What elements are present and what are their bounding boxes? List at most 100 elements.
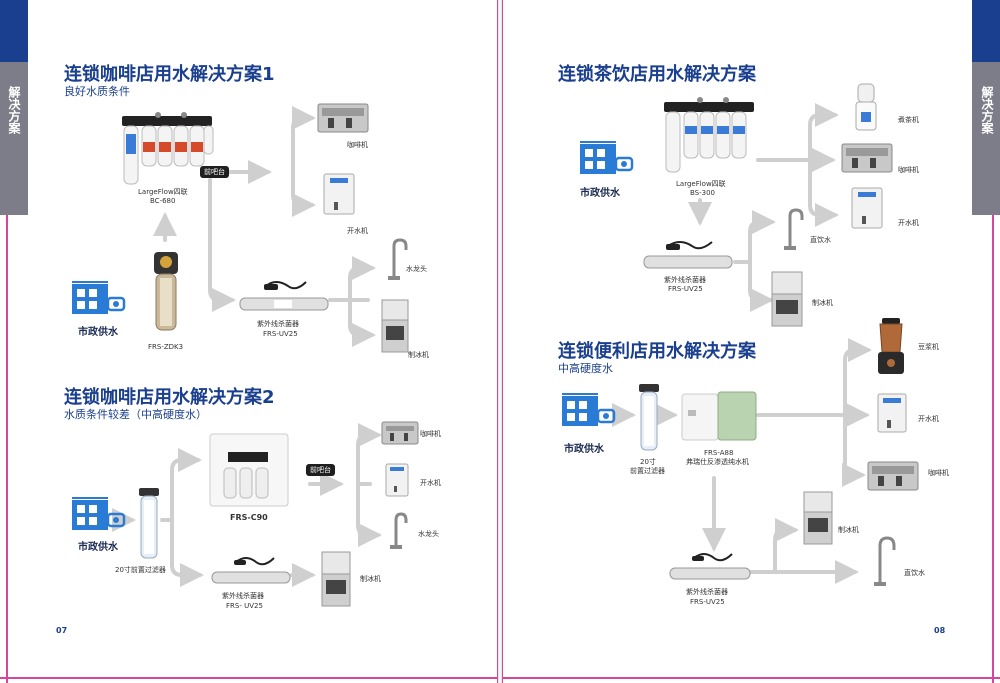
- arrow-s1-uv: [208, 178, 236, 312]
- section2-subtitle: 水质条件较差（中高硬度水）: [64, 408, 207, 421]
- uv-sterilizer-icon: [643, 241, 733, 269]
- ro-purifier-c90-icon: [209, 433, 289, 507]
- book-spine: [498, 0, 502, 683]
- arrow-s4-ice: [748, 518, 799, 574]
- faucet-icon: [390, 512, 408, 549]
- water-boiler-icon: [851, 187, 883, 229]
- coffee-machine-icon: [841, 143, 893, 173]
- water-boiler-icon: [385, 463, 409, 497]
- ice-machine-icon: [321, 551, 351, 607]
- s2-faucet-label: 水龙头: [418, 530, 439, 538]
- arrow-s3-drink: [748, 210, 776, 264]
- s4-pre-filter-line2: 前置过滤器: [630, 467, 665, 475]
- s1-uv-name: 紫外线杀菌器: [257, 320, 299, 328]
- section1-title: 连锁咖啡店用水解决方案1: [64, 64, 275, 85]
- page-number-left: 07: [56, 626, 68, 635]
- municipal-water-icon: [72, 497, 126, 530]
- s3-uv-name: 紫外线杀菌器: [664, 276, 706, 284]
- drinking-faucet-icon: [874, 536, 896, 586]
- s3-filter-model: BS-300: [690, 189, 716, 197]
- water-boiler-icon: [877, 393, 907, 433]
- s1-source-label: 市政供水: [78, 327, 118, 338]
- page-border-right: [992, 0, 994, 683]
- spine-line-left: [497, 0, 498, 683]
- arrow-s1-coffee: [291, 106, 316, 174]
- s2-boiler-label: 开水机: [420, 479, 441, 487]
- s4-boiler-label: 开水机: [918, 415, 939, 423]
- section3-title: 连锁茶饮店用水解决方案: [558, 64, 756, 85]
- spine-line-right: [502, 0, 503, 683]
- arrow-s2-ro: [160, 448, 202, 522]
- coffee-machine-icon: [867, 461, 919, 491]
- arrow-s1-boiler: [291, 170, 316, 217]
- coffee-machine-icon: [317, 103, 369, 133]
- uv-sterilizer-icon: [239, 281, 329, 311]
- s2-source-label: 市政供水: [78, 542, 118, 553]
- arrow-s3-boiler: [808, 158, 839, 227]
- s2-ro-model: FRS-C90: [230, 513, 268, 522]
- s4-ro-name: 弗瑞仕反渗透纯水机: [686, 458, 749, 466]
- pre-filter-20inch-icon: [639, 384, 659, 451]
- largeflow-filter-icon: [664, 97, 754, 173]
- ice-machine-icon: [803, 491, 833, 545]
- arrow-s1-ice: [348, 298, 376, 347]
- s4-soy-label: 豆浆机: [918, 343, 939, 351]
- section2-title: 连锁咖啡店用水解决方案2: [64, 387, 275, 408]
- arrow-s3-ice: [748, 260, 774, 312]
- s2-pre-filter-label: 20寸前置过滤器: [115, 566, 166, 574]
- s2-coffee-label: 咖啡机: [420, 430, 441, 438]
- municipal-water-icon: [580, 141, 634, 174]
- ro-purifier-a88-icon: [681, 391, 757, 441]
- s2-uv-model: FRS- UV25: [226, 602, 263, 610]
- s2-ice-label: 制冰机: [360, 575, 381, 583]
- s1-ice-label: 制冰机: [408, 351, 429, 359]
- tea-brewer-icon: [855, 83, 877, 131]
- uv-sterilizer-icon: [669, 553, 751, 580]
- s1-faucet-label: 水龙头: [406, 265, 427, 273]
- s3-drinking-label: 直饮水: [810, 236, 831, 244]
- side-tab-right: 解决方案: [972, 0, 1000, 215]
- s2-front-bar-tag: 前吧台: [306, 464, 335, 476]
- s4-drinking-label: 直饮水: [904, 569, 925, 577]
- s1-filter-name: LargeFlow四联: [138, 188, 188, 196]
- pre-filter-20inch-icon: [139, 488, 159, 559]
- pre-filter-zdk3-icon: [154, 252, 178, 331]
- s1-coffee-label: 咖啡机: [347, 141, 368, 149]
- s3-ice-label: 制冰机: [812, 299, 833, 307]
- s1-boiler-label: 开水机: [347, 227, 368, 235]
- section4-subtitle: 中高硬度水: [558, 362, 613, 375]
- s2-uv-name: 紫外线杀菌器: [222, 592, 264, 600]
- s3-filter-name: LargeFlow四联: [676, 180, 726, 188]
- s4-coffee-label: 咖啡机: [928, 469, 949, 477]
- s1-uv-model: FRS-UV25: [263, 330, 298, 338]
- arrow-s2-faucet: [356, 482, 382, 547]
- page-border-left: [6, 0, 8, 683]
- uv-sterilizer-icon: [211, 557, 291, 584]
- page-number-right: 08: [934, 626, 946, 635]
- s4-uv-model: FRS-UV25: [690, 598, 725, 606]
- s4-ro-model: FRS-A88: [704, 449, 734, 457]
- s1-front-bar-tag: 前吧台: [200, 166, 229, 178]
- municipal-water-icon: [562, 393, 616, 426]
- s3-source-label: 市政供水: [580, 188, 620, 199]
- largeflow-filter-icon: [122, 112, 214, 185]
- s4-uv-name: 紫外线杀菌器: [686, 588, 728, 596]
- s3-tea-label: 煮茶机: [898, 116, 919, 124]
- arrow-s3-tea: [808, 103, 839, 162]
- section1-subtitle: 良好水质条件: [64, 85, 130, 98]
- s3-boiler-label: 开水机: [898, 219, 919, 227]
- water-boiler-icon: [323, 173, 355, 215]
- s3-coffee-label: 咖啡机: [898, 166, 919, 174]
- side-tab-label: 解决方案: [980, 86, 994, 134]
- side-tab-label: 解决方案: [7, 86, 21, 134]
- s1-filter-model: BC-680: [150, 197, 176, 205]
- s1-pre-filter-model: FRS-ZDK3: [148, 343, 184, 351]
- arrow-s4-coffee: [842, 413, 866, 487]
- section4-title: 连锁便利店用水解决方案: [558, 341, 756, 362]
- arrow-s4-soy: [843, 338, 872, 417]
- ice-machine-icon: [381, 299, 409, 353]
- s4-ice-label: 制冰机: [838, 526, 859, 534]
- municipal-water-icon: [72, 281, 126, 314]
- ice-machine-icon: [771, 271, 803, 327]
